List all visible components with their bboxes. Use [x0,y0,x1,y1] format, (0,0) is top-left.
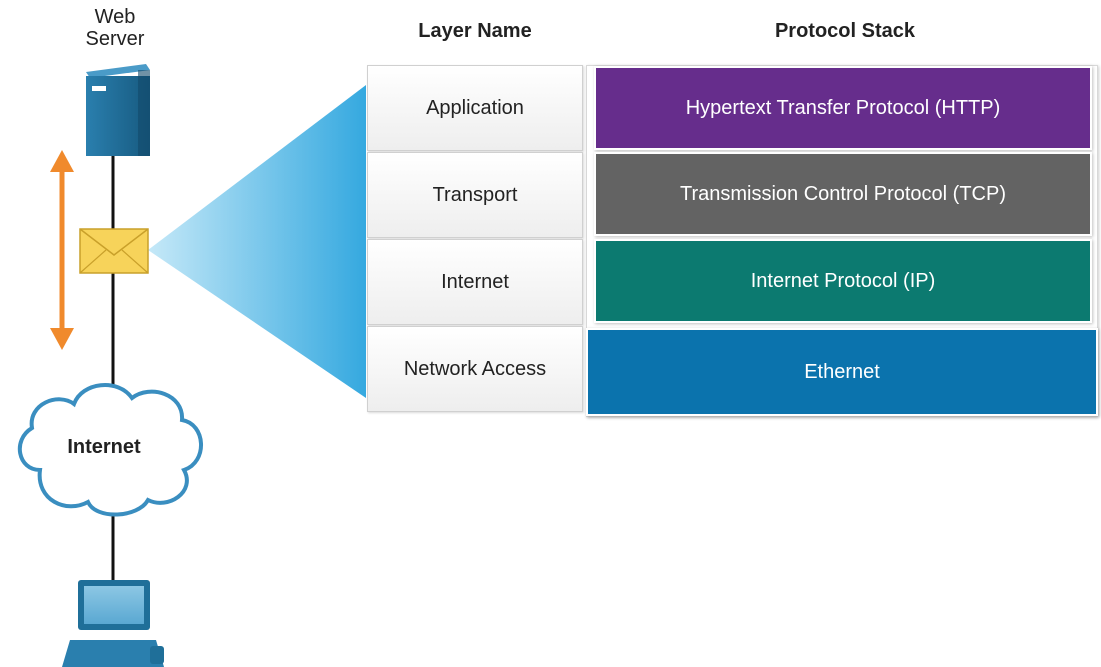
layer-internet: Internet [367,239,583,325]
web-server-label: Web Server [70,6,160,50]
double-arrow-icon [50,150,74,350]
layer-name-header: Layer Name [418,20,532,42]
server-icon [86,64,150,156]
encapsulation-beam [148,85,366,398]
layer-application: Application [367,65,583,151]
computer-icon [62,580,164,667]
protocol-tcp: Transmission Control Protocol (TCP) [594,152,1092,236]
protocol-ip: Internet Protocol (IP) [594,239,1092,323]
protocol-ethernet: Ethernet [586,328,1098,416]
internet-cloud-label: Internet [67,436,141,458]
layer-network-access: Network Access [367,326,583,412]
layer-transport: Transport [367,152,583,238]
web-server-label-line2: Server [85,28,145,50]
protocol-stack-header: Protocol Stack [774,20,916,42]
cloud-icon [17,383,203,517]
envelope-icon [79,228,149,274]
protocol-http: Hypertext Transfer Protocol (HTTP) [594,66,1092,150]
web-server-label-line1: Web [94,6,136,28]
